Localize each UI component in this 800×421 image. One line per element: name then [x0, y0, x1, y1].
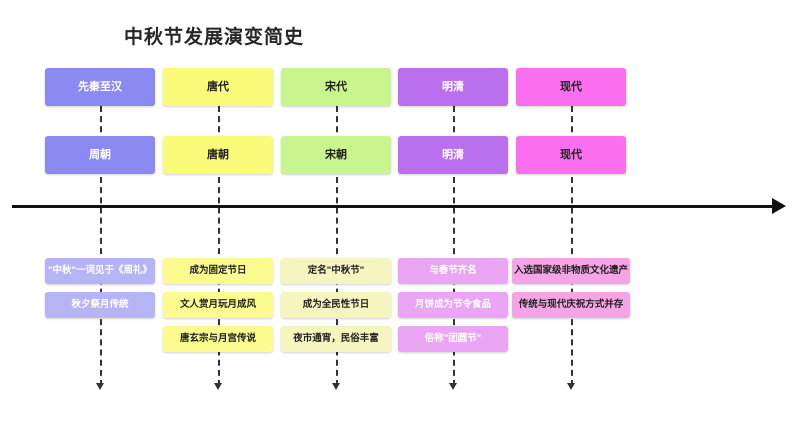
period-label-2: 唐代 — [207, 80, 229, 93]
item-label-c1-r1: "中秋"一词见于《周礼》 — [47, 264, 152, 276]
connector-arrow-col-3 — [332, 383, 340, 390]
period-label-1: 先秦至汉 — [78, 80, 122, 93]
dynasty-box-1[interactable]: 周朝 — [45, 136, 155, 174]
item-label-c2-r2: 文人赏月玩月成风 — [179, 298, 256, 310]
period-box-3[interactable]: 宋代 — [281, 68, 391, 106]
connector-line-col-4 — [453, 106, 455, 386]
item-label-c3-r2: 成为全民性节日 — [302, 298, 370, 310]
item-box-c2-r2[interactable]: 文人赏月玩月成风 — [163, 292, 273, 318]
period-box-1[interactable]: 先秦至汉 — [45, 68, 155, 106]
item-box-c4-r3[interactable]: 俗称"团圆节" — [398, 326, 508, 352]
dynasty-label-1: 周朝 — [89, 148, 111, 161]
dynasty-box-3[interactable]: 宋朝 — [281, 136, 391, 174]
period-label-5: 现代 — [560, 80, 582, 93]
dynasty-label-5: 现代 — [560, 148, 582, 161]
connector-line-col-5 — [571, 106, 573, 386]
dynasty-label-2: 唐朝 — [207, 148, 229, 161]
connector-line-col-3 — [336, 106, 338, 386]
item-label-c5-r2: 传统与现代庆祝方式并存 — [518, 298, 624, 310]
dynasty-box-2[interactable]: 唐朝 — [163, 136, 273, 174]
item-label-c1-r2: 秋夕祭月传统 — [71, 298, 129, 310]
item-box-c4-r1[interactable]: 与春节齐名 — [398, 258, 508, 284]
connector-line-col-1 — [100, 106, 102, 386]
connector-arrow-col-1 — [96, 383, 104, 390]
item-box-c2-r1[interactable]: 成为固定节日 — [163, 258, 273, 284]
item-label-c4-r2: 月饼成为节令食品 — [414, 298, 491, 310]
connector-arrow-col-2 — [214, 383, 222, 390]
connector-line-col-2 — [218, 106, 220, 386]
dynasty-label-3: 宋朝 — [325, 148, 347, 161]
timeline-axis-arrow-icon — [772, 198, 786, 214]
item-box-c2-r3[interactable]: 唐玄宗与月宫传说 — [163, 326, 273, 352]
dynasty-label-4: 明清 — [442, 148, 464, 161]
connector-arrow-col-5 — [567, 383, 575, 390]
period-box-4[interactable]: 明清 — [398, 68, 508, 106]
item-box-c4-r2[interactable]: 月饼成为节令食品 — [398, 292, 508, 318]
item-label-c4-r3: 俗称"团圆节" — [424, 332, 482, 344]
connector-arrow-col-4 — [449, 383, 457, 390]
period-label-3: 宋代 — [325, 80, 347, 93]
item-box-c5-r2[interactable]: 传统与现代庆祝方式并存 — [512, 292, 630, 318]
item-label-c4-r1: 与春节齐名 — [429, 264, 477, 276]
item-box-c1-r1[interactable]: "中秋"一词见于《周礼》 — [45, 258, 155, 284]
item-box-c1-r2[interactable]: 秋夕祭月传统 — [45, 292, 155, 318]
item-label-c5-r1: 入选国家级非物质文化遗产 — [513, 264, 628, 276]
item-box-c3-r2[interactable]: 成为全民性节日 — [281, 292, 391, 318]
page-title: 中秋节发展演变简史 — [124, 27, 305, 48]
period-box-5[interactable]: 现代 — [516, 68, 626, 106]
item-label-c3-r1: 定名"中秋节" — [307, 264, 365, 276]
item-label-c2-r1: 成为固定节日 — [189, 264, 247, 276]
dynasty-box-5[interactable]: 现代 — [516, 136, 626, 174]
item-label-c3-r3: 夜市通宵，民俗丰富 — [293, 332, 379, 344]
item-label-c2-r3: 唐玄宗与月宫传说 — [179, 332, 256, 344]
period-label-4: 明清 — [442, 80, 464, 93]
period-box-2[interactable]: 唐代 — [163, 68, 273, 106]
item-box-c3-r3[interactable]: 夜市通宵，民俗丰富 — [281, 326, 391, 352]
timeline-axis-line — [12, 205, 777, 208]
item-box-c5-r1[interactable]: 入选国家级非物质文化遗产 — [512, 258, 630, 284]
item-box-c3-r1[interactable]: 定名"中秋节" — [281, 258, 391, 284]
dynasty-box-4[interactable]: 明清 — [398, 136, 508, 174]
